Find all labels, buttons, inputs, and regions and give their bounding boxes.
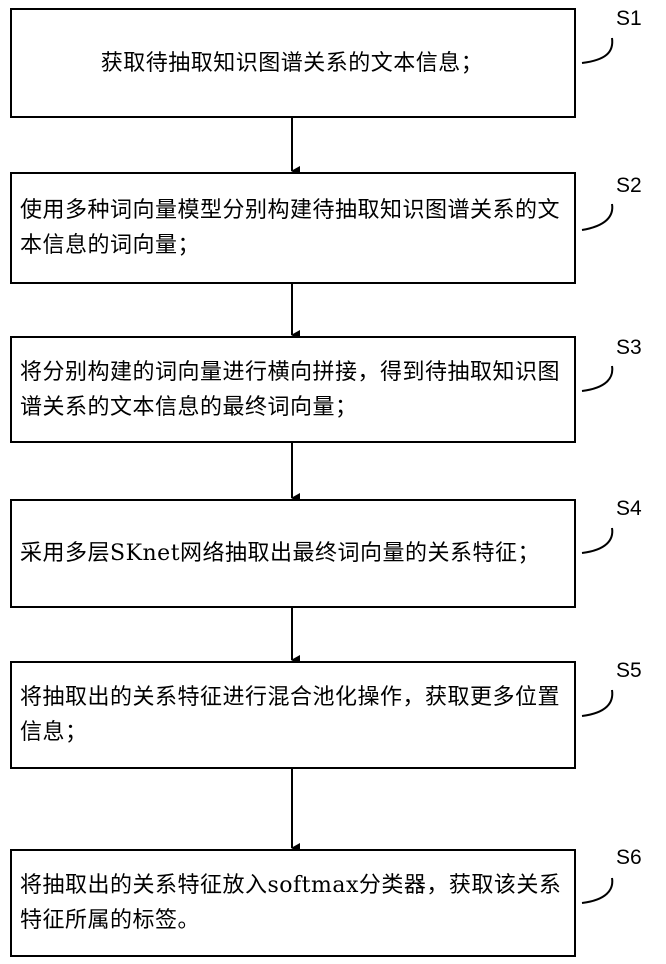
step-box-s2: 使用多种词向量模型分别构建待抽取知识图谱关系的文本信息的词向量； (10, 172, 576, 284)
step-text-s4: 采用多层SKnet网络抽取出最终词向量的关系特征； (20, 536, 540, 571)
step-label-s3: S3 (616, 336, 642, 360)
leader-s6 (582, 878, 612, 903)
leader-s1 (582, 38, 612, 63)
leader-s3 (582, 366, 612, 391)
step-label-s4: S4 (616, 497, 642, 521)
step-box-s3: 将分别构建的词向量进行横向拼接，得到待抽取知识图谱关系的文本信息的最终词向量； (10, 336, 576, 443)
step-text-s6: 将抽取出的关系特征放入softmax分类器，获取该关系特征所属的标签。 (20, 868, 564, 938)
step-box-s4: 采用多层SKnet网络抽取出最终词向量的关系特征； (10, 499, 576, 608)
step-text-s3: 将分别构建的词向量进行横向拼接，得到待抽取知识图谱关系的文本信息的最终词向量； (20, 355, 564, 425)
step-label-s5: S5 (616, 659, 642, 683)
step-text-s2: 使用多种词向量模型分别构建待抽取知识图谱关系的文本信息的词向量； (20, 193, 564, 263)
step-box-s1: 获取待抽取知识图谱关系的文本信息； (10, 8, 576, 118)
step-label-s1: S1 (616, 7, 642, 31)
step-label-s2: S2 (616, 174, 642, 198)
step-box-s5: 将抽取出的关系特征进行混合池化操作，获取更多位置信息； (10, 661, 576, 769)
step-text-s1: 获取待抽取知识图谱关系的文本信息； (101, 46, 484, 81)
leader-s4 (582, 528, 612, 553)
leader-s2 (582, 204, 612, 230)
leader-s5 (582, 690, 612, 716)
step-text-s5: 将抽取出的关系特征进行混合池化操作，获取更多位置信息； (20, 680, 564, 750)
step-box-s6: 将抽取出的关系特征放入softmax分类器，获取该关系特征所属的标签。 (10, 849, 576, 957)
step-label-s6: S6 (616, 846, 642, 870)
